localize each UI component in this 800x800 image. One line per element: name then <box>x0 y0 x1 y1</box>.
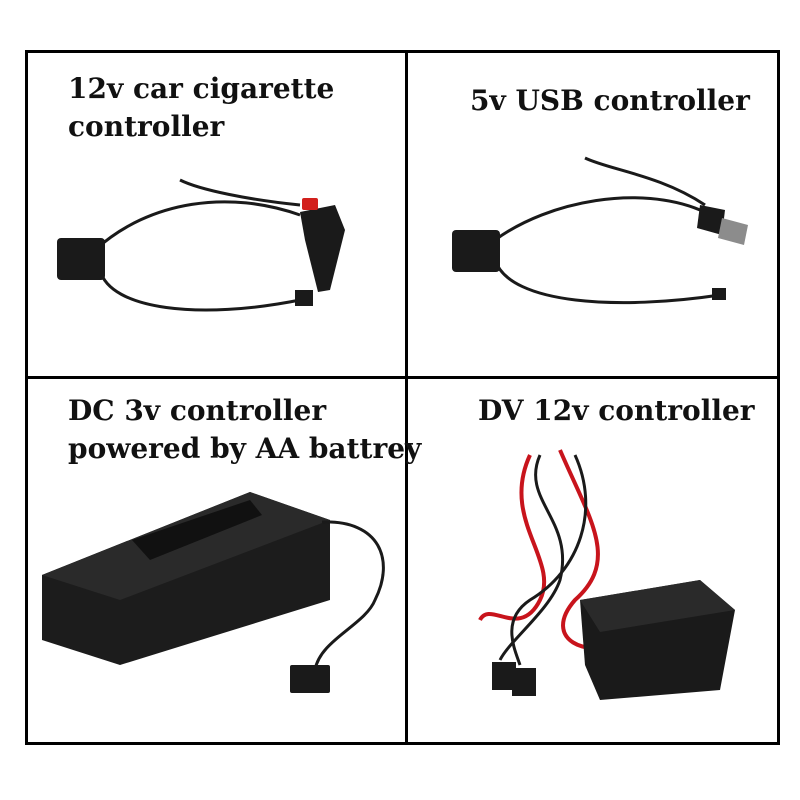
grid-divider-horizontal <box>25 376 780 379</box>
panel-caption: DC 3v controller powered by AA battrey <box>68 392 421 468</box>
panel-caption: 5v USB controller <box>470 82 750 120</box>
caption-line: 12v car cigarette <box>68 72 335 105</box>
caption-line: DC 3v controller <box>68 394 327 427</box>
panel-caption: DV 12v controller <box>478 392 755 430</box>
caption-line: controller <box>68 110 225 143</box>
panel-caption: 12v car cigarette controller <box>68 70 334 146</box>
grid-divider-vertical <box>405 50 408 745</box>
caption-line: DV 12v controller <box>478 394 755 427</box>
caption-line: 5v USB controller <box>470 84 750 117</box>
caption-line: powered by AA battrey <box>68 432 422 465</box>
panel-grid <box>25 50 780 745</box>
